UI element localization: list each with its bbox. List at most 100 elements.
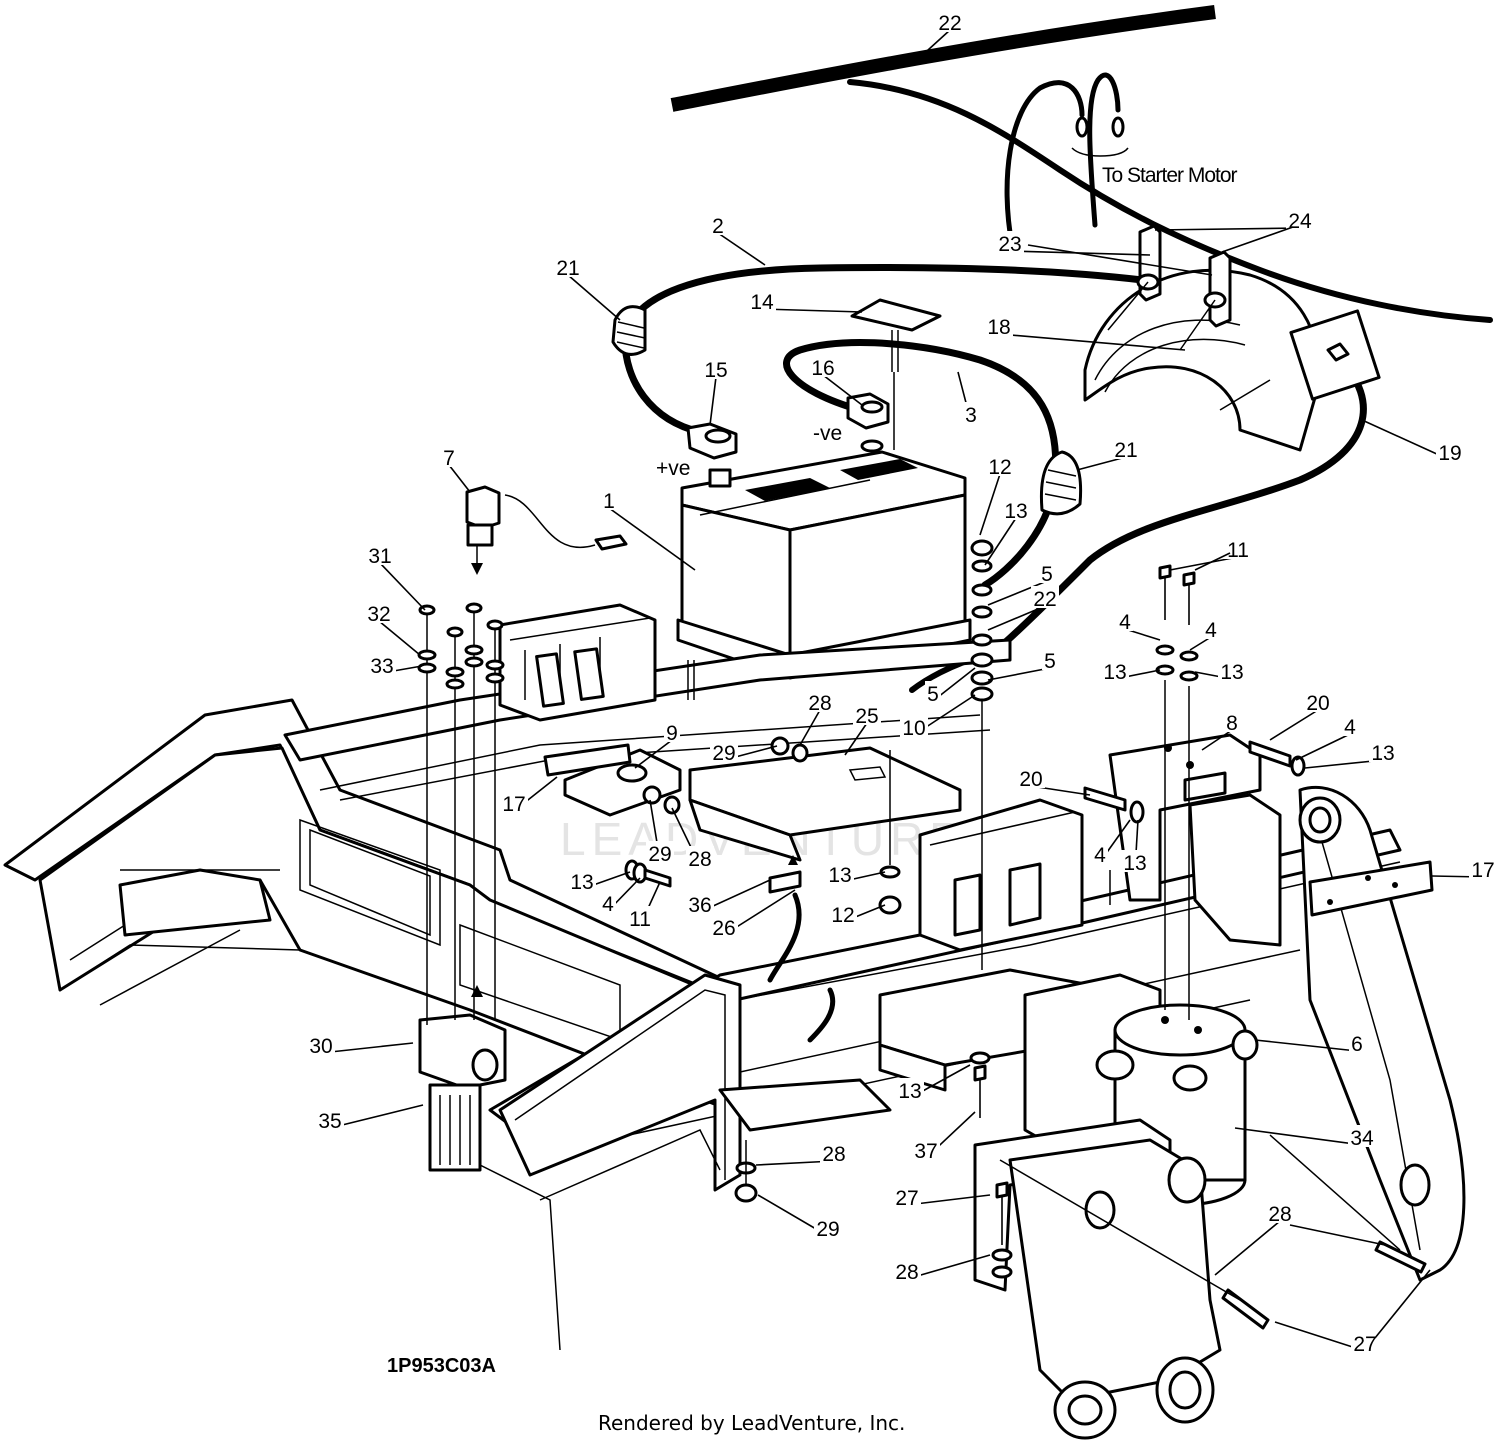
callout-bg-c13h [896,1078,924,1100]
callout-bg-c7 [441,445,457,467]
leader-line-c21a [567,274,621,321]
callout-bg-c13f [568,869,596,891]
leader-line-c28a [799,709,821,746]
main-harness [670,5,1493,323]
callout-bg-c22b [1031,586,1059,608]
callout-bg-c28e [1266,1201,1294,1223]
callout-bg-c24 [1286,208,1314,230]
callout-c12a: 12 [988,456,1011,479]
callout-c28a: 28 [808,692,831,715]
callout-c17b: 17 [502,793,525,816]
battery-clamp-15 [686,422,738,460]
callout-c4e: 4 [602,893,614,916]
cable-boot-21a [611,305,647,356]
callout-c31: 31 [368,545,391,568]
mounting-block [918,798,1111,952]
leader-line-c12a [979,473,1001,536]
callout-c12b: 12 [831,904,854,927]
callout-bg-c8 [1224,710,1240,732]
callout-bg-c29a [710,740,738,762]
callout-c20b: 20 [1019,768,1042,791]
leader-line-c20a [1269,709,1319,741]
bracket-25 [688,746,962,862]
bar-17-left [543,743,632,777]
leader-line-c22b [987,605,1046,631]
callout-c28c: 28 [822,1143,845,1166]
callout-c36: 36 [688,894,711,917]
callout-c24: 24 [1288,210,1312,233]
callout-c22b: 22 [1033,588,1056,611]
starter-motor-note: To Starter Motor [1102,164,1238,187]
callout-bg-c12b [829,902,857,924]
leader-line-c21b [1076,456,1127,471]
callout-bg-c18 [985,314,1013,336]
callout-bg-c21a [554,255,582,277]
cable-boot-21b [1039,450,1083,516]
callout-bg-c20b [1017,766,1045,788]
callout-bg-c23 [996,231,1024,253]
callout-bg-c4c [1342,714,1358,736]
callout-c13d: 13 [1371,742,1394,765]
bracket-23-24 [1107,224,1232,351]
callout-c19: 19 [1438,442,1461,465]
callout-bg-c37 [912,1138,940,1160]
leader-line-c31 [379,562,426,611]
leader-line-c7 [448,464,471,493]
battery-negative-cable [783,339,1060,589]
callout-c4b: 4 [1205,619,1217,642]
callout-bg-c13a [1002,498,1030,520]
callout-c23: 23 [998,233,1021,256]
callout-c26: 26 [712,917,735,940]
callout-c21b: 21 [1114,439,1137,462]
credit-line: Rendered by LeadVenture, Inc. [598,1411,905,1435]
callout-bg-c5b [1042,648,1058,670]
fasteners [417,372,1427,1330]
leader-line-c30 [320,1042,414,1054]
leader-line-c2 [717,232,766,266]
callout-bg-c13b [1101,659,1129,681]
callout-c37: 37 [914,1140,937,1163]
callout-bg-c28a [806,690,834,712]
callout-bg-c29b [646,841,674,863]
battery-positive-label: +ve [656,457,690,480]
leader-line-c34 [1234,1127,1363,1146]
callout-c5c: 5 [927,683,939,706]
callout-bg-c29c [814,1216,842,1238]
callout-bg-c22a [936,10,964,32]
callout-c27a: 27 [895,1187,918,1210]
callout-c7: 7 [443,447,455,470]
callout-c4c: 4 [1344,716,1356,739]
fuel-filter-30-35 [418,608,507,1172]
leader-line-c28e [1214,1220,1281,1276]
callout-c1: 1 [603,490,615,513]
callout-c29a: 29 [712,742,735,765]
callout-c27b: 27 [1353,1333,1376,1356]
leader-line-c18 [998,333,1186,351]
leader-line-c11a [1169,556,1239,571]
leader-line-c8 [1201,729,1233,751]
callout-bg-c35 [316,1108,344,1130]
callout-bg-c12a [986,454,1014,476]
callout-c2: 2 [712,215,724,238]
battery-hold-down-14 [850,298,942,372]
callout-bg-c11a [1224,537,1252,559]
bracket-8 [1108,733,1282,947]
callout-c5a: 5 [1041,563,1053,586]
leader-line-c35 [329,1104,424,1129]
callout-c20a: 20 [1306,692,1329,715]
callout-c13b: 13 [1103,661,1126,684]
callout-bg-c11b [626,906,654,928]
callout-c4d: 4 [1094,844,1106,867]
callout-c32: 32 [367,603,390,626]
leader-line-c6 [1254,1039,1358,1052]
callout-bg-c20a [1304,690,1332,712]
callout-bg-c28d [893,1259,921,1281]
callout-c13g: 13 [828,864,851,887]
callout-c17a: 17 [1471,859,1494,882]
leader-line-c32 [378,620,421,656]
callout-bg-c26 [710,915,738,937]
callout-c5b: 5 [1044,650,1056,673]
callout-c18: 18 [987,316,1010,339]
